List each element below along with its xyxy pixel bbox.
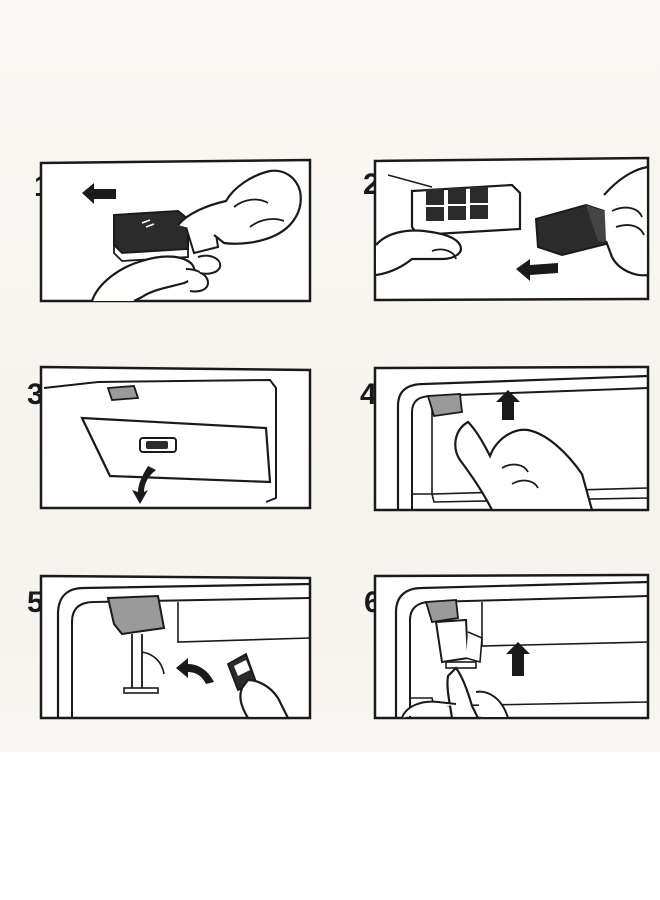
switch-module-part — [113, 209, 189, 255]
hand — [239, 678, 290, 720]
step-4-number: 4 — [360, 378, 377, 411]
step-5-number: 5 — [27, 586, 44, 619]
left-hand — [90, 255, 196, 302]
step-5-panel — [38, 572, 314, 722]
connector-cover — [106, 594, 166, 636]
curved-arrow-icon — [176, 658, 214, 684]
page-margin — [0, 752, 660, 900]
hand — [454, 420, 594, 512]
finger — [446, 666, 480, 720]
step-4-panel — [372, 364, 652, 514]
left-arrow-icon — [82, 183, 116, 204]
step-3-panel — [38, 364, 314, 512]
step-6-panel — [372, 572, 652, 722]
step-1-panel — [38, 157, 314, 305]
up-arrow-icon — [506, 642, 530, 676]
up-arrow-icon — [496, 390, 520, 420]
down-arrow-icon — [132, 466, 156, 504]
switch-module-part — [434, 618, 470, 664]
left-hand — [375, 229, 462, 277]
step-2-panel — [372, 155, 652, 303]
left-arrow-icon — [516, 259, 558, 281]
right-hand — [603, 165, 650, 277]
cable — [131, 634, 143, 688]
connector-cover — [426, 393, 463, 418]
connector-cover — [106, 385, 140, 401]
right-hand — [177, 169, 302, 245]
connector-cover — [424, 599, 459, 624]
step-3-number: 3 — [27, 378, 44, 411]
